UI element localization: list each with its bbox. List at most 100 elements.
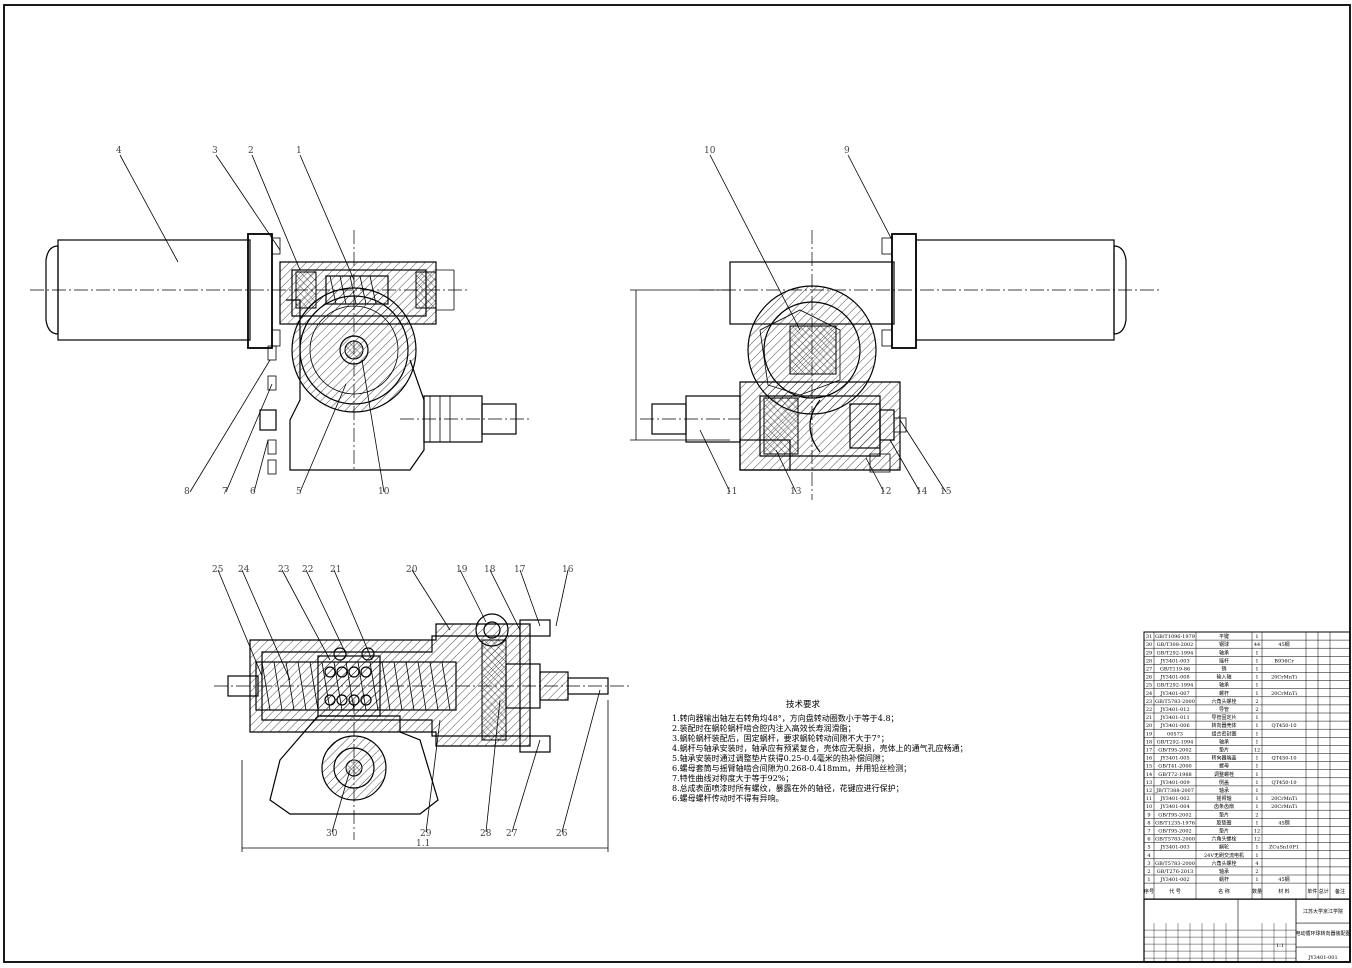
label: 18	[484, 565, 496, 575]
bom-material: QT450-10	[1271, 723, 1296, 729]
bom-qty: 1	[1255, 804, 1258, 810]
bom-qty: 1	[1255, 772, 1258, 778]
bom-code: JY3401-011	[1159, 715, 1189, 721]
bom-name: 垫片	[1219, 828, 1229, 835]
bom-name: 平键	[1219, 633, 1229, 640]
bom-name: 导管固定片	[1211, 714, 1236, 721]
bom-code: JY3401-002	[1159, 796, 1189, 802]
bom-name: 24V无刷交流电机	[1204, 852, 1244, 859]
bom-name: 蜗轮	[1219, 844, 1229, 851]
bom-no: 14	[1146, 772, 1152, 778]
bom-code: GB/T5783-2000	[1155, 699, 1195, 705]
bom-code: JY3401-009	[1159, 780, 1189, 786]
tech-line: 5.轴承安装时通过调整垫片获得0.25-0.4毫米的热补偿间隙；	[672, 754, 889, 763]
bom-name: 摇杆	[1219, 657, 1229, 664]
bom-material: 20CrMnTi	[1271, 675, 1297, 681]
bom-code: JY3401-012	[1159, 707, 1189, 713]
bom-qty: 2	[1255, 707, 1258, 713]
bom-qty: 12	[1254, 837, 1260, 843]
label: 20	[406, 565, 418, 575]
bom-name: 螺母	[1219, 763, 1229, 770]
label: 9	[844, 146, 850, 156]
bom-no: 2	[1147, 869, 1150, 875]
bom-name: 调整螺栓	[1214, 771, 1234, 778]
bom-qty: 44	[1254, 642, 1260, 648]
title-scale: 1:1	[1276, 943, 1284, 949]
bom-qty: 1	[1255, 764, 1258, 770]
bom-material: QT450-10	[1271, 780, 1296, 786]
motor-body	[57, 239, 251, 341]
bom-code: GB/T41-2000	[1158, 764, 1191, 770]
label: 4	[116, 146, 122, 156]
bom-no: 23	[1146, 699, 1152, 705]
bom-name: 齿条齿扇	[1214, 803, 1234, 810]
bom-code: JY3401-003	[1159, 658, 1189, 664]
bom-header-note: 备注	[1335, 888, 1345, 895]
bom-qty: 1	[1255, 691, 1258, 697]
label: 29	[420, 829, 432, 839]
bom-name: 转向器壳体	[1211, 722, 1236, 729]
bom-header-name: 名 称	[1218, 888, 1230, 895]
bom-code: 00573	[1167, 731, 1183, 737]
bom-no: 4	[1147, 853, 1150, 859]
motor-flange	[247, 233, 273, 349]
title-drawing-number: JY3401-001	[1307, 955, 1337, 961]
bom-name: 垫片	[1219, 747, 1229, 754]
title-drawing-name: 电动循环球转向器装配图	[1295, 930, 1350, 937]
bom-material: 20CrMnTi	[1271, 804, 1297, 810]
label: 12	[880, 487, 891, 497]
bom-code: JY3401-007	[1159, 691, 1189, 697]
label: 10	[378, 487, 390, 497]
bom-no: 9	[1147, 812, 1150, 818]
bom-name: 轴承	[1219, 682, 1229, 689]
bom-name: 转向器端盖	[1211, 755, 1236, 762]
bom-no: 29	[1146, 650, 1152, 656]
bom-qty: 1	[1255, 756, 1258, 762]
tech-line: 7.特性曲线对称度大于等于92%；	[672, 774, 794, 783]
label: 8	[184, 487, 190, 497]
bom-qty: 1	[1255, 877, 1258, 883]
bom-code: JY3401-004	[1159, 804, 1189, 810]
view-front	[30, 154, 530, 493]
bom-qty: 2	[1255, 869, 1258, 875]
bom-name: 轴承	[1219, 738, 1229, 745]
dimension-label: 1.1	[416, 839, 430, 849]
bom-material: 45钢	[1278, 641, 1289, 648]
bom-name: 轴承	[1219, 649, 1229, 656]
bom-name: 轴承	[1219, 787, 1229, 794]
bom-name: 钢球	[1219, 641, 1229, 648]
bom-code: GB/T292-1994	[1157, 683, 1194, 689]
label: 6	[250, 487, 256, 497]
label: 19	[456, 565, 468, 575]
bom-no: 3	[1147, 861, 1150, 867]
bom-name: 组合密封圈	[1211, 730, 1236, 737]
label: 1	[296, 146, 302, 156]
bom-header-material: 材 料	[1278, 888, 1290, 895]
bom-material: QT450-10	[1271, 756, 1296, 762]
bom-no: 8	[1147, 820, 1150, 826]
bom-qty: 1	[1255, 796, 1258, 802]
tech-line: 1.转向器输出轴左右转角均48°，方向盘转动圈数小于等于4.8；	[672, 714, 899, 723]
bom-code: GB/T1096-1979	[1155, 634, 1195, 640]
bom-qty: 4	[1255, 861, 1258, 867]
label: 14	[916, 487, 928, 497]
label: 22	[302, 565, 313, 575]
bom-name: 垫片	[1219, 811, 1229, 818]
tech-title: 技术要求	[786, 700, 821, 710]
bom-no: 7	[1147, 829, 1150, 835]
bom-no: 24	[1146, 691, 1152, 697]
label: 27	[506, 829, 518, 839]
bom-code: GB/T95-2002	[1158, 829, 1191, 835]
tech-line: 4.蜗杆与轴承安装时，轴承应有预紧复合，壳体应无裂损，壳体上的通气孔应畅通；	[672, 744, 968, 753]
view-section-labels: 25 24 23 22 21 20 19 18 17 16 30 29 28 2…	[212, 565, 574, 849]
bom-material: ZCuSn10P1	[1269, 845, 1299, 851]
bom-code: GB/T119-86	[1160, 667, 1190, 673]
bom-no: 11	[1146, 796, 1152, 802]
label: 2	[248, 146, 254, 156]
bom-qty: 1	[1255, 820, 1258, 826]
bom-qty: 12	[1254, 748, 1260, 754]
bom-name: 输入轴	[1216, 674, 1231, 681]
